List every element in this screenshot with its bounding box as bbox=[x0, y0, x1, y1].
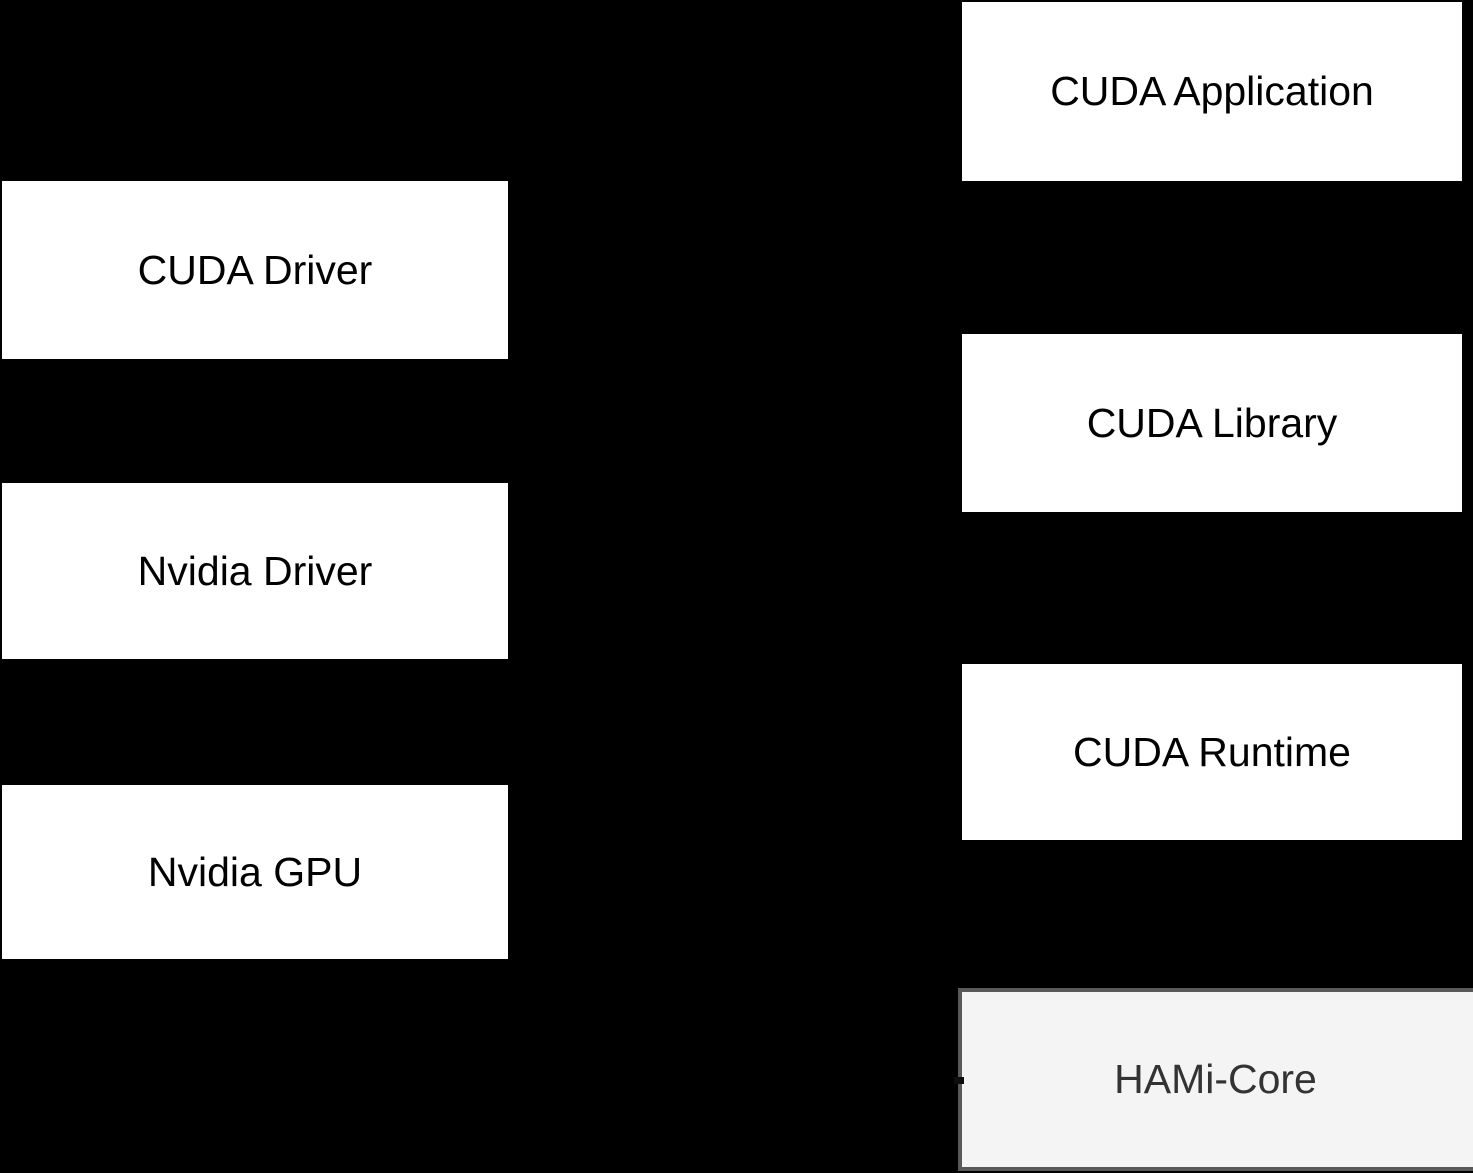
node-cuda-runtime-label: CUDA Runtime bbox=[1073, 728, 1351, 775]
node-cuda-library: CUDA Library bbox=[962, 334, 1462, 512]
node-cuda-runtime: CUDA Runtime bbox=[962, 664, 1462, 840]
node-cuda-application: CUDA Application bbox=[962, 2, 1462, 181]
node-hami-core: HAMi-Core bbox=[958, 988, 1473, 1171]
node-nvidia-driver: Nvidia Driver bbox=[2, 483, 508, 659]
connector-arrow-tip-icon bbox=[954, 1077, 964, 1084]
node-nvidia-gpu: Nvidia GPU bbox=[2, 785, 508, 959]
node-cuda-driver: CUDA Driver bbox=[2, 181, 508, 359]
node-cuda-library-label: CUDA Library bbox=[1086, 399, 1338, 446]
node-hami-core-label: HAMi-Core bbox=[1114, 1056, 1317, 1102]
node-nvidia-gpu-label: Nvidia GPU bbox=[147, 848, 363, 895]
node-cuda-driver-label: CUDA Driver bbox=[137, 246, 373, 293]
node-nvidia-driver-label: Nvidia Driver bbox=[137, 547, 373, 594]
node-cuda-application-label: CUDA Application bbox=[1050, 68, 1374, 114]
